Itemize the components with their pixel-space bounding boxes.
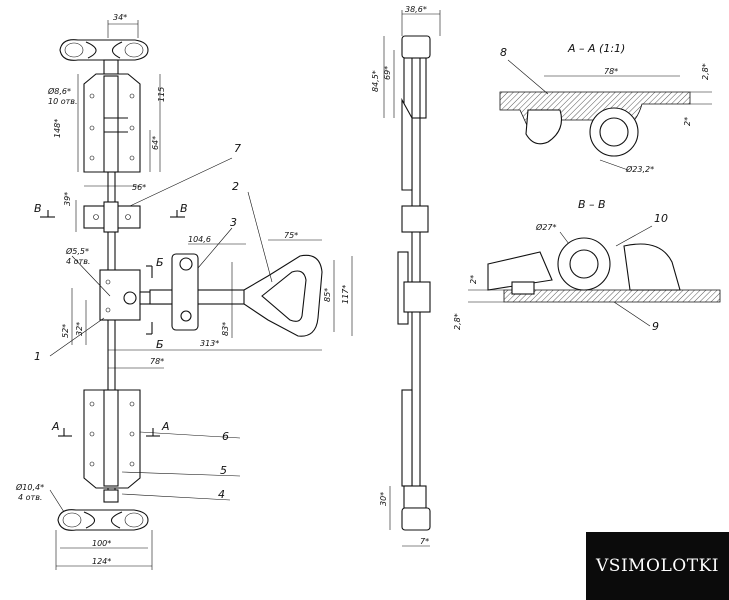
dim-313: 313* <box>200 339 219 348</box>
dim-115: 115 <box>157 87 166 102</box>
side-view: 38,6* 84,5* 69* 30* 7* <box>371 5 441 547</box>
front-view: 34* 115 148* Ø8,6* 10 отв. 64* 56* 39* Ø… <box>15 13 353 570</box>
dim-vv28: 2,8* <box>453 313 462 330</box>
dim-117: 117* <box>341 285 350 304</box>
dim-d55: Ø5,5* <box>65 246 89 256</box>
dim-386: 38,6* <box>405 5 427 14</box>
dim-4otv: 4 отв. <box>66 257 90 266</box>
callout-6: 6 <box>222 430 229 443</box>
callout-9: 9 <box>652 320 659 333</box>
marker-a-right: А <box>161 420 170 433</box>
marker-v-left: В <box>34 202 42 215</box>
callout-1: 1 <box>34 350 41 363</box>
dim-10otv: 10 отв. <box>48 97 78 106</box>
dim-4otv2: 4 отв. <box>18 493 42 502</box>
dim-d86: Ø8,6* <box>47 86 71 96</box>
dim-124: 124* <box>92 557 111 566</box>
dim-69: 69* <box>383 66 392 80</box>
dim-34: 34* <box>113 13 127 22</box>
vsimolotki-logo: VSIMOLOTKI <box>586 532 729 600</box>
dim-148: 148* <box>53 119 62 138</box>
callout-10: 10 <box>654 212 668 225</box>
callout-8: 8 <box>500 46 507 59</box>
marker-b-top: Б <box>156 256 164 269</box>
marker-v-right: В <box>180 202 188 215</box>
dim-vv27: Ø27* <box>535 222 556 232</box>
bottom-bracket <box>83 389 141 489</box>
callout-2: 2 <box>232 180 239 193</box>
guide-7 <box>83 201 141 233</box>
dim-78: 78* <box>150 357 164 366</box>
dim-52: 52* <box>61 324 70 338</box>
dim-75: 75* <box>284 231 298 240</box>
dim-64: 64* <box>151 136 160 150</box>
bottom-cam <box>57 489 149 531</box>
top-cam <box>59 39 149 75</box>
dim-7: 7* <box>420 537 429 546</box>
section-a-a: A – A (1:1) 8 78* Ø23,2* 2,8* 2* <box>499 42 712 174</box>
front-dims <box>40 20 353 570</box>
dim-aa2: 2* <box>683 117 692 126</box>
callout-3: 3 <box>230 216 237 229</box>
dim-845: 84,5* <box>371 70 380 92</box>
dim-100: 100* <box>92 539 111 548</box>
dim-39: 39* <box>63 192 72 206</box>
marker-a-left: А <box>51 420 60 433</box>
dim-aa28: 2,8* <box>701 63 710 80</box>
section-aa-title: A – A (1:1) <box>567 42 625 55</box>
lever-2 <box>149 253 323 337</box>
dim-32: 32* <box>75 322 84 336</box>
dim-1046: 104,6 <box>188 235 211 244</box>
dim-aa78: 78* <box>604 67 618 76</box>
marker-b-bottom: Б <box>156 338 164 351</box>
top-bracket <box>83 73 141 173</box>
dim-30: 30* <box>379 492 388 506</box>
dim-85: 85* <box>323 288 332 302</box>
callout-4: 4 <box>218 488 225 501</box>
section-vv-title: В – В <box>578 198 606 211</box>
section-v-v: В – В 10 Ø27* 2* 2,8* 9 <box>453 198 721 333</box>
dim-d104: Ø10,4* <box>15 482 44 492</box>
dim-83: 83* <box>221 322 230 336</box>
dim-aa232: Ø23,2* <box>625 164 654 174</box>
callout-5: 5 <box>220 464 227 477</box>
dim-56: 56* <box>132 183 146 192</box>
dim-vv2: 2* <box>469 275 478 284</box>
callout-7: 7 <box>234 142 241 155</box>
